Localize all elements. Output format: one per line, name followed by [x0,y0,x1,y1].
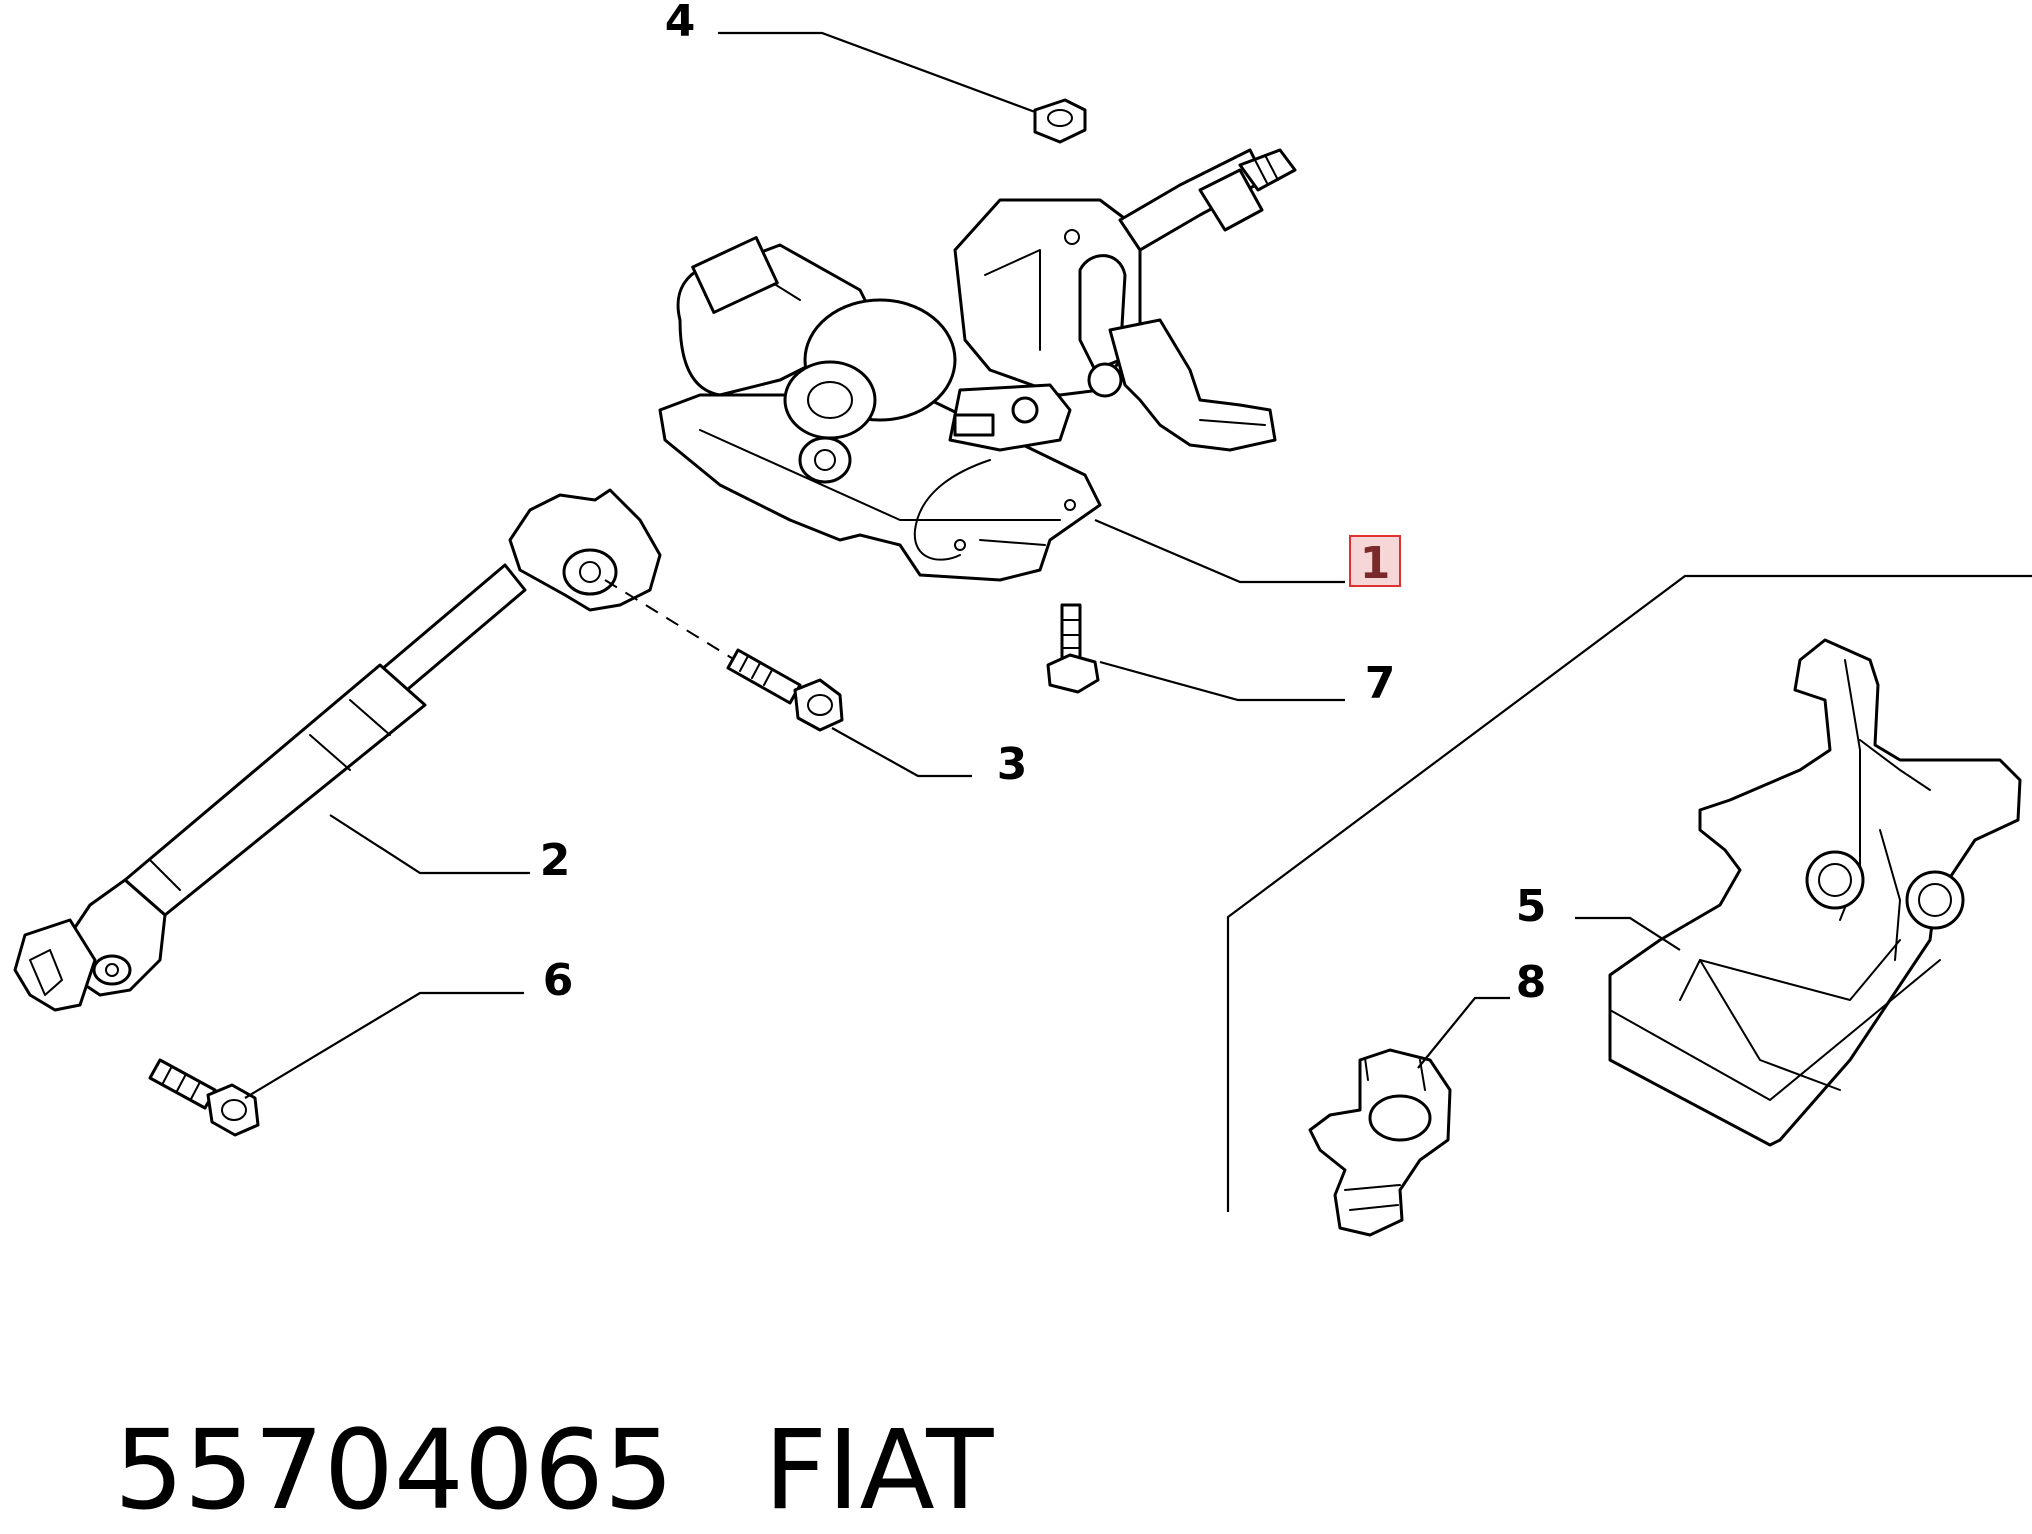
leader-6 [244,991,524,1099]
leader-4 [718,31,1036,114]
leader-8 [1417,996,1510,1069]
inset-boundary [1226,574,2032,1212]
part-2-intermediate-shaft[interactable] [13,488,662,1012]
leader-1 [1094,518,1345,584]
callout-1[interactable]: 1 [1349,535,1401,589]
part-1-steering-column[interactable] [658,148,1297,582]
exploded-parts-diagram: 1 2 3 4 5 6 7 8 [13,0,2032,1237]
part-8-clip[interactable] [1308,1048,1452,1237]
leader-3 [831,727,972,778]
part-number: 55704065 [113,1406,674,1534]
part-6-bolt[interactable] [148,1058,260,1137]
callout-8-label[interactable]: 8 [1516,957,1547,1008]
part-5-cover[interactable] [1608,638,2022,1147]
part-3-bolt[interactable] [726,648,844,732]
part-7-stud-bolt[interactable] [1046,603,1100,694]
leader-lines [244,31,1681,1099]
brand-name: FIAT [763,1406,994,1534]
callout-6-label[interactable]: 6 [543,955,574,1006]
part-4-nut[interactable] [1033,98,1087,144]
callout-1-label: 1 [1360,538,1391,589]
callout-7-label[interactable]: 7 [1365,658,1396,709]
part-caption: 55704065 FIAT [44,1305,994,1534]
callout-5-label[interactable]: 5 [1516,881,1547,932]
leader-5 [1575,916,1681,951]
callout-3-label[interactable]: 3 [997,739,1028,790]
leader-2 [329,814,530,875]
callout-4-label[interactable]: 4 [665,0,696,47]
alignment-line [604,579,736,661]
callout-1-highlight-box [1349,535,1401,587]
leader-7 [1099,660,1345,702]
callout-2-label[interactable]: 2 [540,835,571,886]
